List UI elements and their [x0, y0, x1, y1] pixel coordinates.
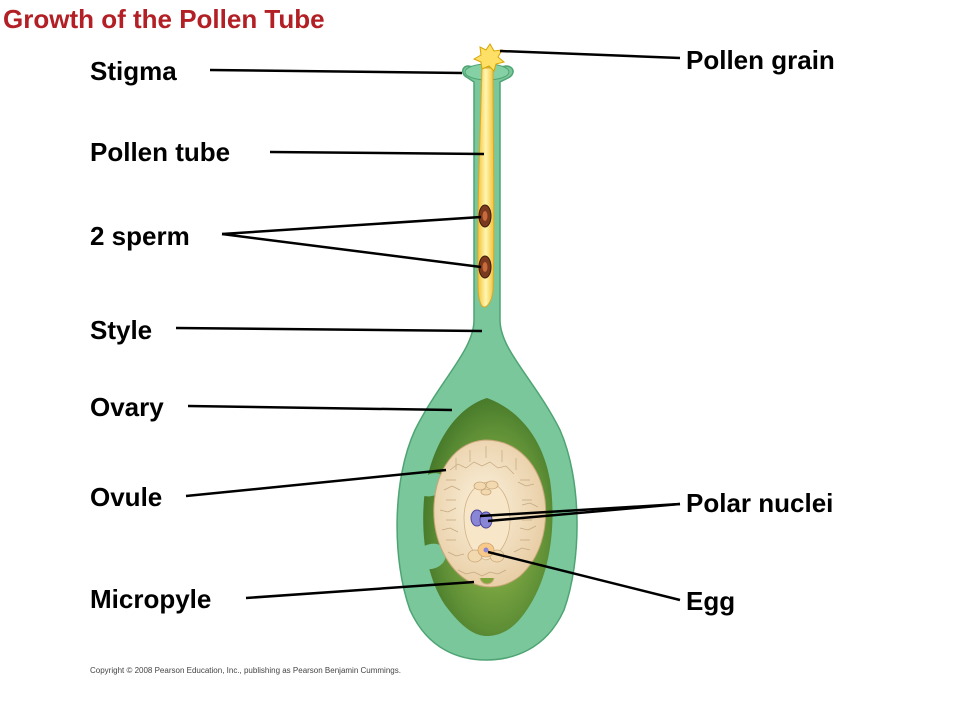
- leader-sperm-2: [221, 232, 482, 269]
- label-egg: Egg: [686, 586, 736, 616]
- label-ovule: Ovule: [90, 482, 163, 512]
- leader-ovary: [187, 404, 453, 412]
- leader-lines: [175, 49, 681, 602]
- pollen-tube-shape: [477, 67, 495, 308]
- label-polar-nuclei: Polar nuclei: [686, 488, 834, 518]
- pollen-grain: [472, 43, 506, 72]
- leader-sperm-1: [221, 215, 482, 236]
- label-micropyle: Micropyle: [90, 584, 212, 614]
- leader-micropyle: [245, 580, 475, 600]
- label-sperm: 2 sperm: [90, 221, 190, 251]
- leader-polar-nuclei-2: [487, 502, 681, 523]
- polar-nuclei: [470, 509, 493, 529]
- micropyle-opening: [479, 577, 495, 585]
- copyright-notice: Copyright © 2008 Pearson Education, Inc.…: [90, 666, 401, 675]
- label-pollen-tube: Pollen tube: [90, 137, 231, 167]
- antipodal-cells: [473, 480, 499, 496]
- leader-egg: [487, 550, 681, 602]
- leader-pollen-tube: [269, 150, 485, 156]
- leader-ovule: [185, 468, 447, 498]
- egg-apparatus: [467, 542, 505, 563]
- label-style: Style: [90, 315, 153, 345]
- integument-cells: [439, 446, 539, 577]
- label-stigma: Stigma: [90, 56, 177, 86]
- leader-pollen-grain: [499, 49, 681, 60]
- leader-stigma: [209, 68, 463, 75]
- placenta-lower: [421, 543, 446, 570]
- diagram-title: Growth of the Pollen Tube: [3, 4, 325, 34]
- leader-style: [175, 326, 483, 333]
- label-pollen-grain: Pollen grain: [686, 45, 835, 75]
- label-ovary: Ovary: [90, 392, 164, 422]
